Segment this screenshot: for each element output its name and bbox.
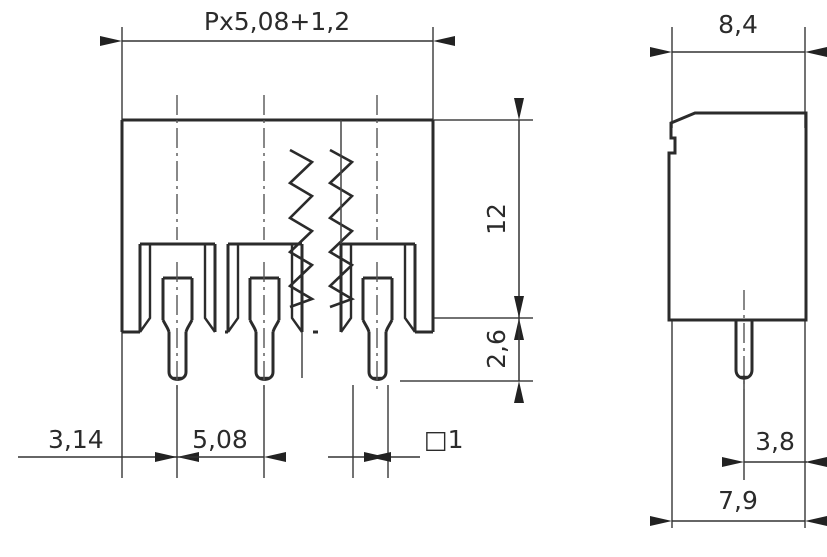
dimension-overall-width-label: Px5,08+1,2: [204, 7, 350, 36]
dimension-side-pin-offset-label: 3,8: [755, 427, 795, 456]
dimension-side-depth-top-label: 8,4: [718, 10, 758, 39]
break-line-right: [327, 148, 356, 309]
dimension-side-depth-bottom-label: 7,9: [718, 486, 758, 515]
break-region-edges: [301, 120, 342, 378]
pin-block-2: [226, 95, 304, 392]
front-view: Px5,08+1,2: [18, 7, 533, 478]
front-extension-lines: [121, 27, 533, 478]
pin-block-3: [339, 95, 417, 392]
pin-block-1: [138, 95, 217, 392]
dimension-pin-length-label: 2,6: [482, 329, 511, 369]
dimension-pin-square-label: □1: [424, 425, 464, 454]
dimension-pin-square: □1: [328, 425, 464, 462]
break-line-left: [287, 148, 316, 309]
dimension-overall-width: Px5,08+1,2: [100, 7, 455, 46]
dimension-body-height-label: 12: [482, 203, 511, 235]
dimension-pin-length: 2,6: [482, 296, 524, 403]
dimension-body-height: 12: [482, 98, 524, 340]
connector-body-outline: [120, 118, 435, 334]
dimension-pitch: 5,08: [155, 425, 286, 462]
dimension-pitch-label: 5,08: [192, 425, 248, 454]
side-pin: [734, 290, 754, 400]
dimension-side-depth-top: 8,4: [650, 10, 827, 57]
dimension-side-pin-offset: 3,8: [722, 427, 827, 467]
dimension-edge-offset: 3,14: [18, 425, 199, 462]
dimension-side-depth-bottom: 7,9: [650, 486, 827, 526]
dimension-edge-offset-label: 3,14: [48, 425, 104, 454]
side-view: 8,4 3,8 7,9: [650, 10, 827, 528]
side-body-outline: [667, 111, 808, 322]
